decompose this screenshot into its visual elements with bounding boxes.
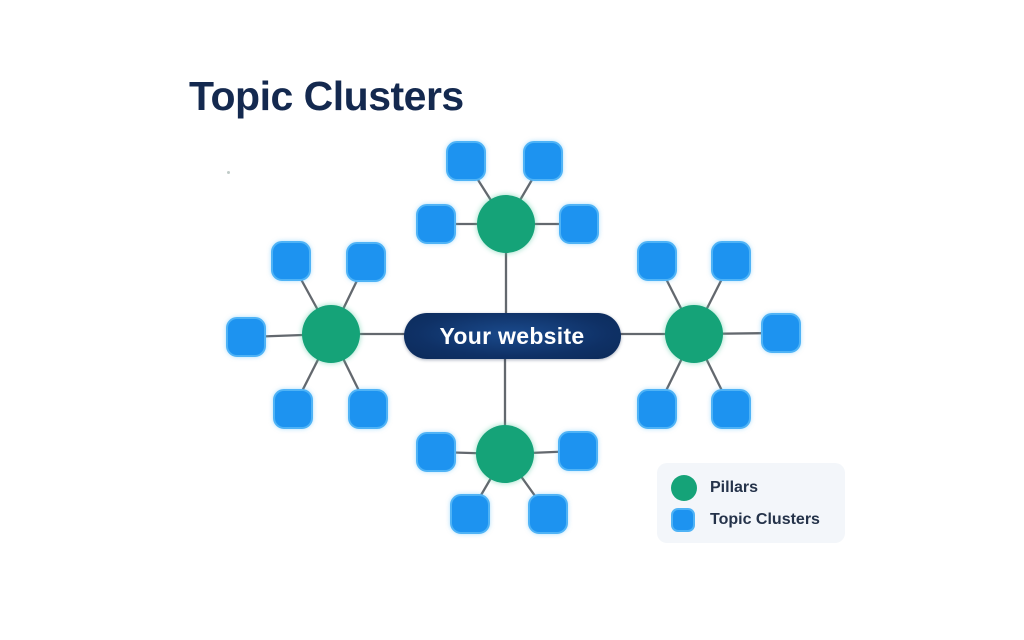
topic-cluster-node: [416, 432, 456, 472]
artifact-dot: [227, 171, 230, 174]
topic-cluster-node: [271, 241, 311, 281]
pillar-node: [476, 425, 534, 483]
legend-label-pillars: Pillars: [710, 478, 759, 496]
topic-cluster-node: [711, 241, 751, 281]
your-website-label: Your website: [439, 322, 585, 349]
topic-cluster-node: [348, 389, 388, 429]
legend-card: Pillars Topic Clusters: [657, 463, 845, 543]
topic-cluster-node: [711, 389, 751, 429]
topic-cluster-node: [450, 494, 490, 534]
topic-cluster-node: [226, 317, 266, 357]
topic-cluster-node: [637, 241, 677, 281]
pillar-swatch-icon: [671, 474, 697, 501]
pillar-node: [665, 305, 723, 363]
topic-cluster-node: [761, 313, 801, 353]
topic-cluster-node: [523, 141, 563, 181]
pillar-node: [477, 195, 535, 253]
topic-cluster-node: [528, 494, 568, 534]
topic-cluster-node: [273, 389, 313, 429]
topic-cluster-node: [446, 141, 486, 181]
legend-item-topic-clusters: Topic Clusters: [671, 507, 831, 532]
legend-item-pillars: Pillars: [671, 474, 831, 501]
pillar-node: [302, 305, 360, 363]
topic-cluster-node: [346, 242, 386, 282]
your-website-node: Your website: [403, 313, 621, 359]
topic-cluster-swatch-icon: [671, 507, 695, 532]
topic-cluster-node: [559, 204, 599, 244]
page-title: Topic Clusters: [189, 73, 464, 119]
legend-label-topic-clusters: Topic Clusters: [710, 510, 820, 528]
topic-cluster-node: [637, 389, 677, 429]
topic-cluster-node: [558, 431, 598, 471]
topic-cluster-node: [416, 204, 456, 244]
